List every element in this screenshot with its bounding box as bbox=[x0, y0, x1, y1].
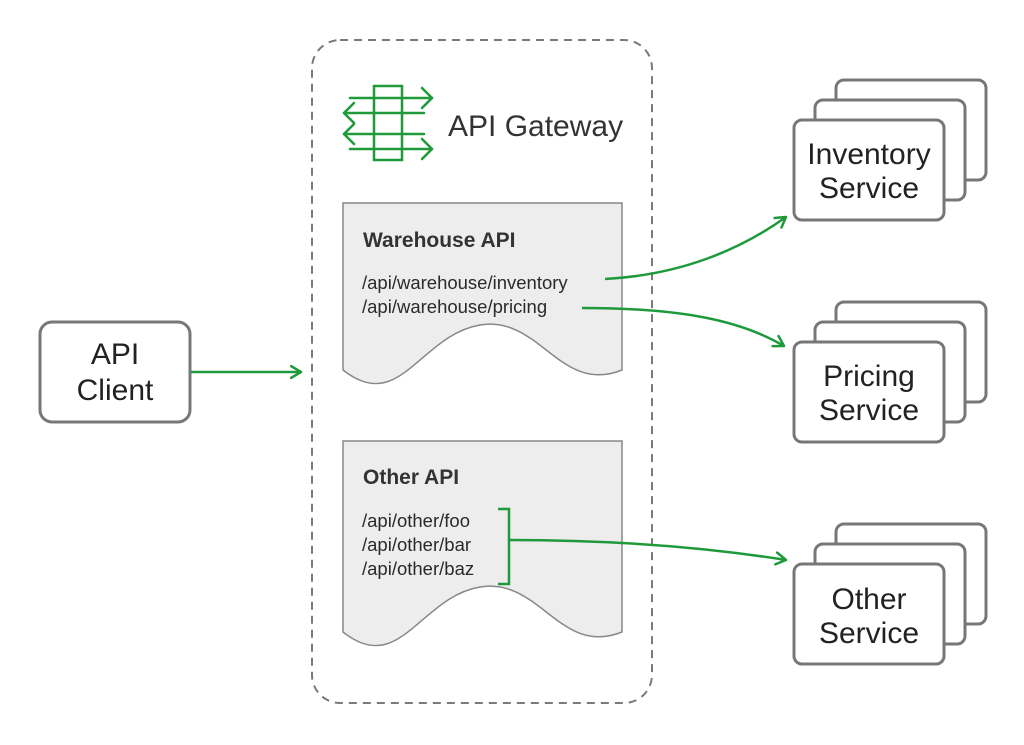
other-route-arrow bbox=[509, 538, 786, 560]
route-other-foo: /api/other/foo bbox=[362, 510, 470, 531]
inventory-service-stack: Inventory Service bbox=[792, 78, 988, 222]
other-service-label-line1: Other bbox=[831, 583, 906, 616]
inventory-service-label-line2: Service bbox=[819, 172, 919, 205]
pricing-service-label-line2: Service bbox=[819, 394, 919, 427]
inventory-service-label-line1: Inventory bbox=[807, 138, 930, 171]
warehouse-api-document: Warehouse API /api/warehouse/inventory /… bbox=[342, 202, 623, 385]
other-routes-bracket bbox=[498, 507, 511, 586]
other-service-stack: Other Service bbox=[792, 522, 988, 666]
api-client-label-line1: API bbox=[91, 338, 139, 371]
pricing-route-arrow bbox=[581, 306, 784, 346]
gateway-arrows-icon bbox=[342, 84, 434, 162]
route-warehouse-pricing: /api/warehouse/pricing bbox=[362, 296, 547, 317]
inventory-route-arrow bbox=[604, 217, 786, 281]
route-warehouse-inventory: /api/warehouse/inventory bbox=[362, 272, 568, 293]
api-client-label-line2: Client bbox=[77, 374, 154, 407]
other-api-title: Other API bbox=[363, 466, 459, 489]
api-gateway-title: API Gateway bbox=[448, 110, 623, 143]
warehouse-api-title: Warehouse API bbox=[363, 229, 515, 252]
pricing-service-stack: Pricing Service bbox=[792, 300, 988, 444]
api-client-box: API Client bbox=[38, 320, 192, 424]
pricing-service-label-line1: Pricing bbox=[823, 360, 915, 393]
route-other-baz: /api/other/baz bbox=[362, 558, 474, 579]
route-other-bar: /api/other/bar bbox=[362, 534, 471, 555]
other-service-label-line2: Service bbox=[819, 617, 919, 650]
api-gateway-container bbox=[311, 39, 653, 704]
other-api-document: Other API /api/other/foo /api/other/bar … bbox=[342, 440, 623, 647]
